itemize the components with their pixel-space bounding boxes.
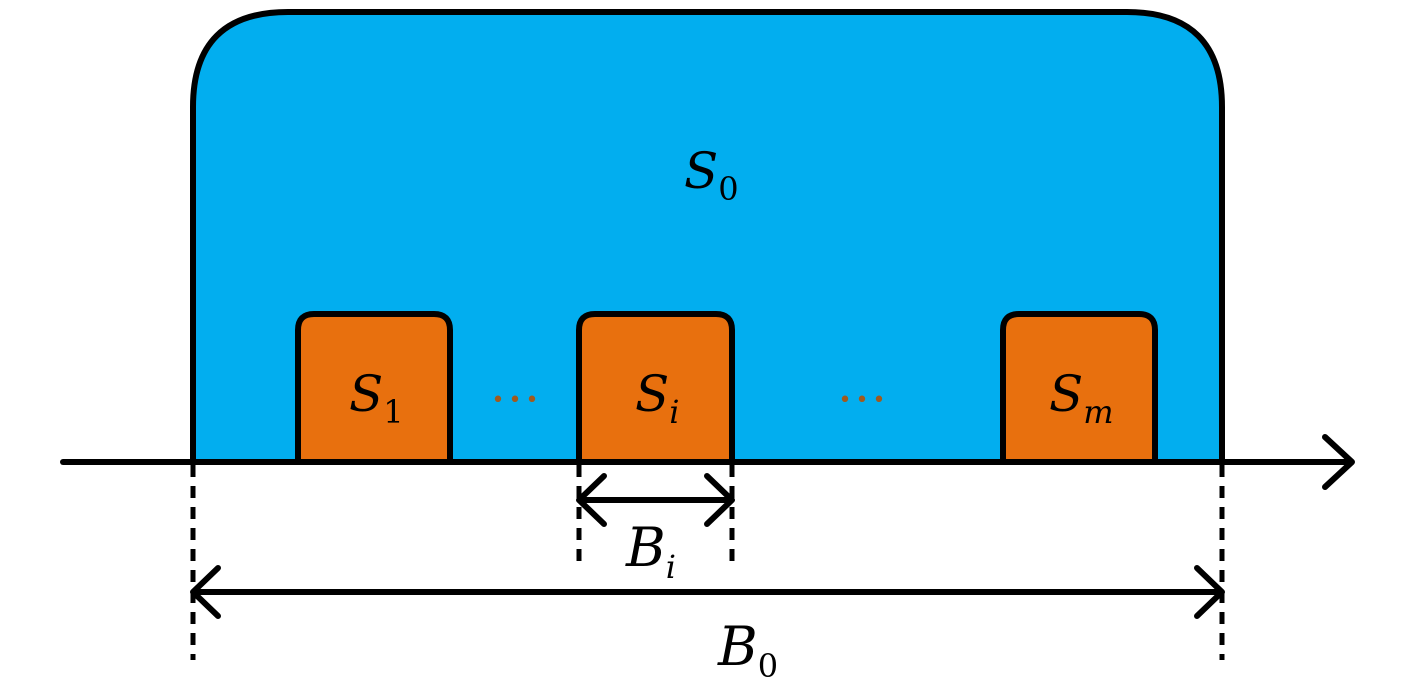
axis-arrow-icon [60, 434, 1355, 490]
label-s1: S1 [349, 365, 404, 431]
label-b0: B0 [717, 615, 778, 685]
block-1 [295, 311, 453, 462]
ellipsis-right: ••• [839, 388, 890, 413]
block-i [576, 311, 735, 462]
double-arrow-icon [190, 565, 1225, 619]
label-si: Si [635, 365, 680, 431]
block-m [1000, 311, 1158, 462]
label-bi: Bi [625, 516, 676, 586]
label-s0: S0 [684, 142, 739, 208]
double-arrow-icon [576, 473, 735, 527]
ellipsis-left: ••• [492, 388, 543, 413]
label-sm: Sm [1049, 365, 1114, 431]
